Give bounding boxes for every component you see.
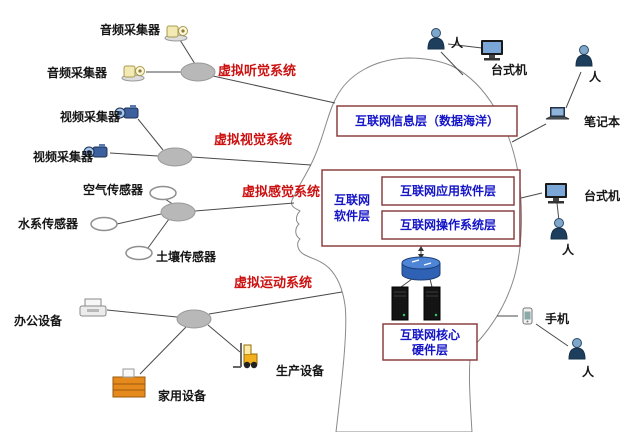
system-label-visual: 虚拟视觉系统 [214, 132, 292, 148]
soil-sensor-icon [125, 245, 153, 261]
info-layer-label: 互联网信息层（数据海洋） [355, 113, 499, 128]
right-label-person-1: 人 [451, 35, 464, 50]
person-icon [575, 45, 593, 67]
connector-line [565, 71, 582, 109]
connector-line [511, 123, 547, 143]
person-icon [427, 28, 445, 50]
os-layer-box [381, 210, 515, 240]
app-layer-box [381, 176, 515, 206]
server-icon [391, 286, 409, 321]
info-layer-box [336, 105, 518, 137]
connector-line [556, 202, 560, 222]
device-label-video-1: 视频采集器 [60, 109, 121, 124]
connector-line [194, 202, 295, 212]
connector-line [106, 309, 178, 318]
connector-line [520, 192, 543, 199]
desktop-icon [545, 183, 567, 204]
laptop-icon [545, 107, 570, 120]
device-label-audio-1: 音频采集器 [100, 22, 161, 37]
connector-line [447, 43, 483, 49]
device-label-audio-2: 音频采集器 [47, 65, 108, 80]
connector-line [147, 218, 170, 249]
connector-line [400, 278, 413, 288]
audio-collector-icon [164, 25, 188, 42]
connector-line [179, 39, 196, 65]
air-sensor-icon [149, 185, 177, 201]
desktop-icon [481, 40, 503, 61]
right-label-person-2: 人 [589, 69, 602, 84]
right-label-desktop-1: 台式机 [491, 62, 527, 77]
device-label-home: 家用设备 [158, 388, 207, 403]
connector-line [207, 324, 241, 353]
connector-line [139, 326, 187, 375]
connector-line [535, 323, 569, 347]
phone-icon [522, 307, 533, 325]
connector-lines-right [440, 43, 582, 347]
connector-line [137, 118, 164, 151]
hardware-layer-box [382, 323, 478, 361]
hub-auditory [180, 62, 216, 82]
connector-line [212, 75, 336, 104]
router-icon [401, 256, 441, 281]
device-label-office: 办公设备 [14, 313, 63, 328]
connector-lines-left [106, 39, 343, 375]
video-camera-icon [114, 105, 139, 119]
right-label-person-4: 人 [582, 364, 595, 379]
device-label-water: 水系传感器 [18, 216, 79, 231]
system-label-sensory: 虚拟感觉系统 [242, 184, 320, 200]
right-label-laptop: 笔记本 [584, 114, 620, 129]
hub-sensory [160, 202, 196, 222]
os-layer-label: 互联网操作系统层 [400, 217, 496, 232]
hardware-layer-label-line1: 互联网核心 [400, 327, 460, 342]
hub-motion [176, 309, 212, 329]
right-label-person-3: 人 [562, 242, 575, 257]
connector-line [440, 51, 464, 76]
connector-line [191, 156, 312, 166]
connector-line [109, 152, 159, 157]
audio-collector-icon [121, 65, 145, 82]
video-camera-icon [83, 144, 108, 158]
forklift-icon [233, 343, 258, 369]
connector-line [429, 278, 433, 288]
hardware-layer-label-line2: 硬件层 [412, 342, 448, 357]
software-layer-label-line1: 互联网 [334, 193, 370, 207]
person-icon [550, 218, 568, 240]
connector-line [116, 213, 162, 225]
device-label-soil: 土壤传感器 [156, 249, 217, 264]
water-sensor-icon [90, 216, 118, 232]
right-label-desktop-2: 台式机 [584, 188, 620, 203]
system-label-auditory: 虚拟听觉系统 [218, 63, 296, 79]
person-icon [568, 338, 586, 360]
device-label-video-2: 视频采集器 [33, 149, 94, 164]
cabinet-icon [112, 368, 146, 398]
printer-icon [79, 298, 107, 317]
hub-visual [157, 147, 193, 167]
system-label-motion: 虚拟运动系统 [234, 275, 312, 291]
right-label-phone: 手机 [545, 311, 569, 326]
server-icon [423, 286, 441, 321]
connector-line [208, 291, 343, 315]
app-layer-label: 互联网应用软件层 [400, 183, 496, 198]
software-layer-label-line2: 软件层 [334, 208, 370, 223]
device-label-factory: 生产设备 [276, 363, 325, 378]
device-label-air: 空气传感器 [83, 182, 144, 197]
